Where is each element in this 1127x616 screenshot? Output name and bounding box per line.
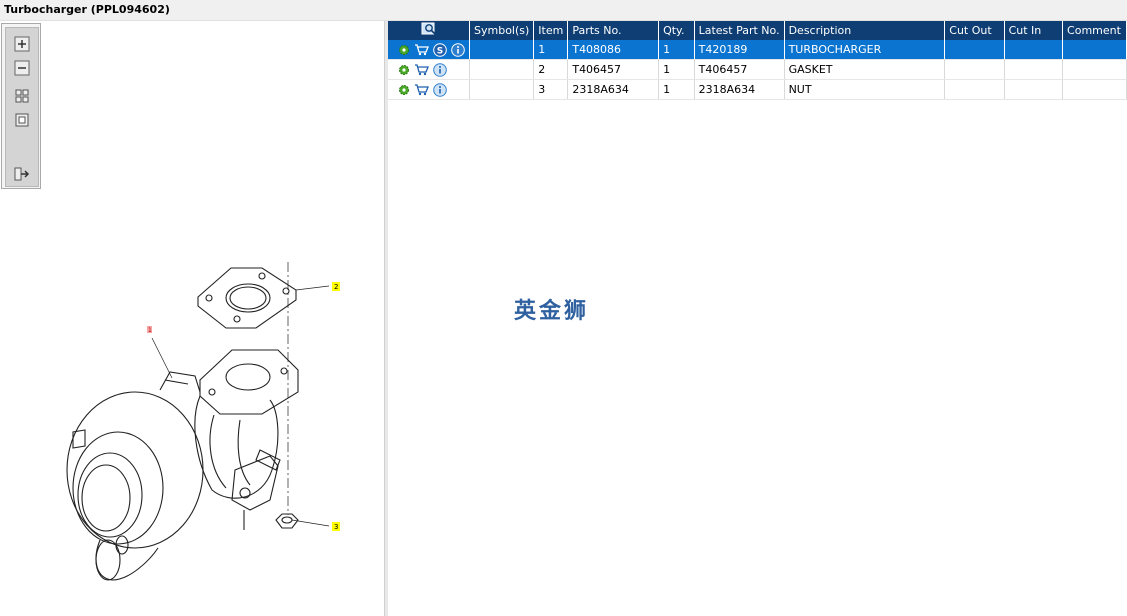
cell-symbol [469,40,535,60]
cell-latest-part-no: T420189 [694,40,785,60]
cell-cut-out [944,40,1005,60]
row-actions: S [388,40,470,60]
cell-cut-in [1004,79,1064,100]
column-header-item[interactable]: Item [533,21,569,40]
fit-all-icon[interactable] [14,88,30,104]
watermark: 英金狮 [514,299,590,324]
cell-symbol [469,59,535,80]
cell-cut-out [944,59,1005,80]
zoom-out-icon[interactable] [14,60,30,76]
callout-3-marker[interactable] [332,522,340,531]
callout-1-label[interactable]: 1 [148,327,152,334]
illustration-pane[interactable]: 1 2 3 [0,21,384,616]
gear-icon[interactable] [398,84,410,96]
cell-qty: 1 [658,40,695,60]
cell-cut-in [1004,59,1064,80]
turbocharger-drawing[interactable]: 1 2 3 [0,21,384,616]
pane-splitter[interactable] [384,21,388,616]
column-header-description[interactable]: Description [784,21,946,40]
table-header: Symbol(s) Item Parts No. Qty. Latest Par… [388,21,1127,40]
column-header-qty[interactable]: Qty. [658,21,695,40]
cell-comment [1062,40,1127,60]
column-header-cut-out[interactable]: Cut Out [944,21,1005,40]
actual-size-icon[interactable] [14,112,30,128]
supersession-icon[interactable]: S [433,42,447,57]
cell-parts-no: T406457 [567,59,660,80]
callout-2-marker[interactable] [332,282,340,291]
column-header-comment[interactable]: Comment [1062,21,1127,40]
callout-2-label[interactable]: 2 [334,283,338,291]
cell-cut-out [944,79,1005,100]
cell-parts-no: 2318A634 [567,79,660,100]
column-header-symbols[interactable]: Symbol(s) [469,21,535,40]
cell-comment [1062,59,1127,80]
svg-text:S: S [437,46,443,56]
cell-qty: 1 [658,59,695,80]
info-icon[interactable] [433,62,447,77]
title-bar: Turbocharger (PPL094602) [0,0,1127,21]
table-row[interactable]: 3 2318A634 1 2318A634 NUT [388,79,1127,100]
cell-item: 3 [533,79,569,100]
callout-1[interactable]: 1 [147,326,152,334]
callout-1-marker[interactable] [147,326,152,333]
callout-2[interactable]: 2 [332,282,340,291]
info-icon[interactable] [451,42,465,57]
cell-latest-part-no: T406457 [694,59,785,80]
cell-description: NUT [784,79,946,100]
cart-icon[interactable] [414,43,429,56]
cell-parts-no: T408086 [567,40,660,60]
info-icon[interactable] [433,82,447,97]
cell-item: 2 [533,59,569,80]
callout-3-label[interactable]: 3 [334,523,338,531]
parts-grid: Symbol(s) Item Parts No. Qty. Latest Par… [388,21,1127,100]
cell-comment [1062,79,1127,100]
export-icon[interactable] [14,166,30,182]
callout-3[interactable]: 3 [332,522,340,531]
table-row[interactable]: S 1 T408086 1 T420189 TURBOCHARGER [388,40,1127,60]
cell-description: TURBOCHARGER [784,40,946,60]
column-header-cut-in[interactable]: Cut In [1004,21,1064,40]
row-actions [388,59,470,80]
cell-latest-part-no: 2318A634 [694,79,785,100]
cell-cut-in [1004,40,1064,60]
zoom-in-icon[interactable] [14,36,30,52]
zoom-toolbar [1,23,41,189]
cart-icon[interactable] [414,63,429,76]
table-row[interactable]: 2 T406457 1 T406457 GASKET [388,59,1127,80]
cell-qty: 1 [658,79,695,100]
cart-icon[interactable] [414,83,429,96]
cell-item: 1 [533,40,569,60]
cell-symbol [469,79,535,100]
gear-icon[interactable] [398,44,410,56]
gear-icon[interactable] [398,64,410,76]
search-parts-icon[interactable] [421,22,437,36]
window-title: Turbocharger (PPL094602) [4,3,170,16]
column-header-latest-part-no[interactable]: Latest Part No. [694,21,785,40]
cell-description: GASKET [784,59,946,80]
column-header-parts-no[interactable]: Parts No. [567,21,660,40]
column-header-icons[interactable] [388,21,470,40]
toolbar-panel [5,27,39,187]
parts-table: Symbol(s) Item Parts No. Qty. Latest Par… [388,21,1127,100]
row-actions [388,79,470,100]
